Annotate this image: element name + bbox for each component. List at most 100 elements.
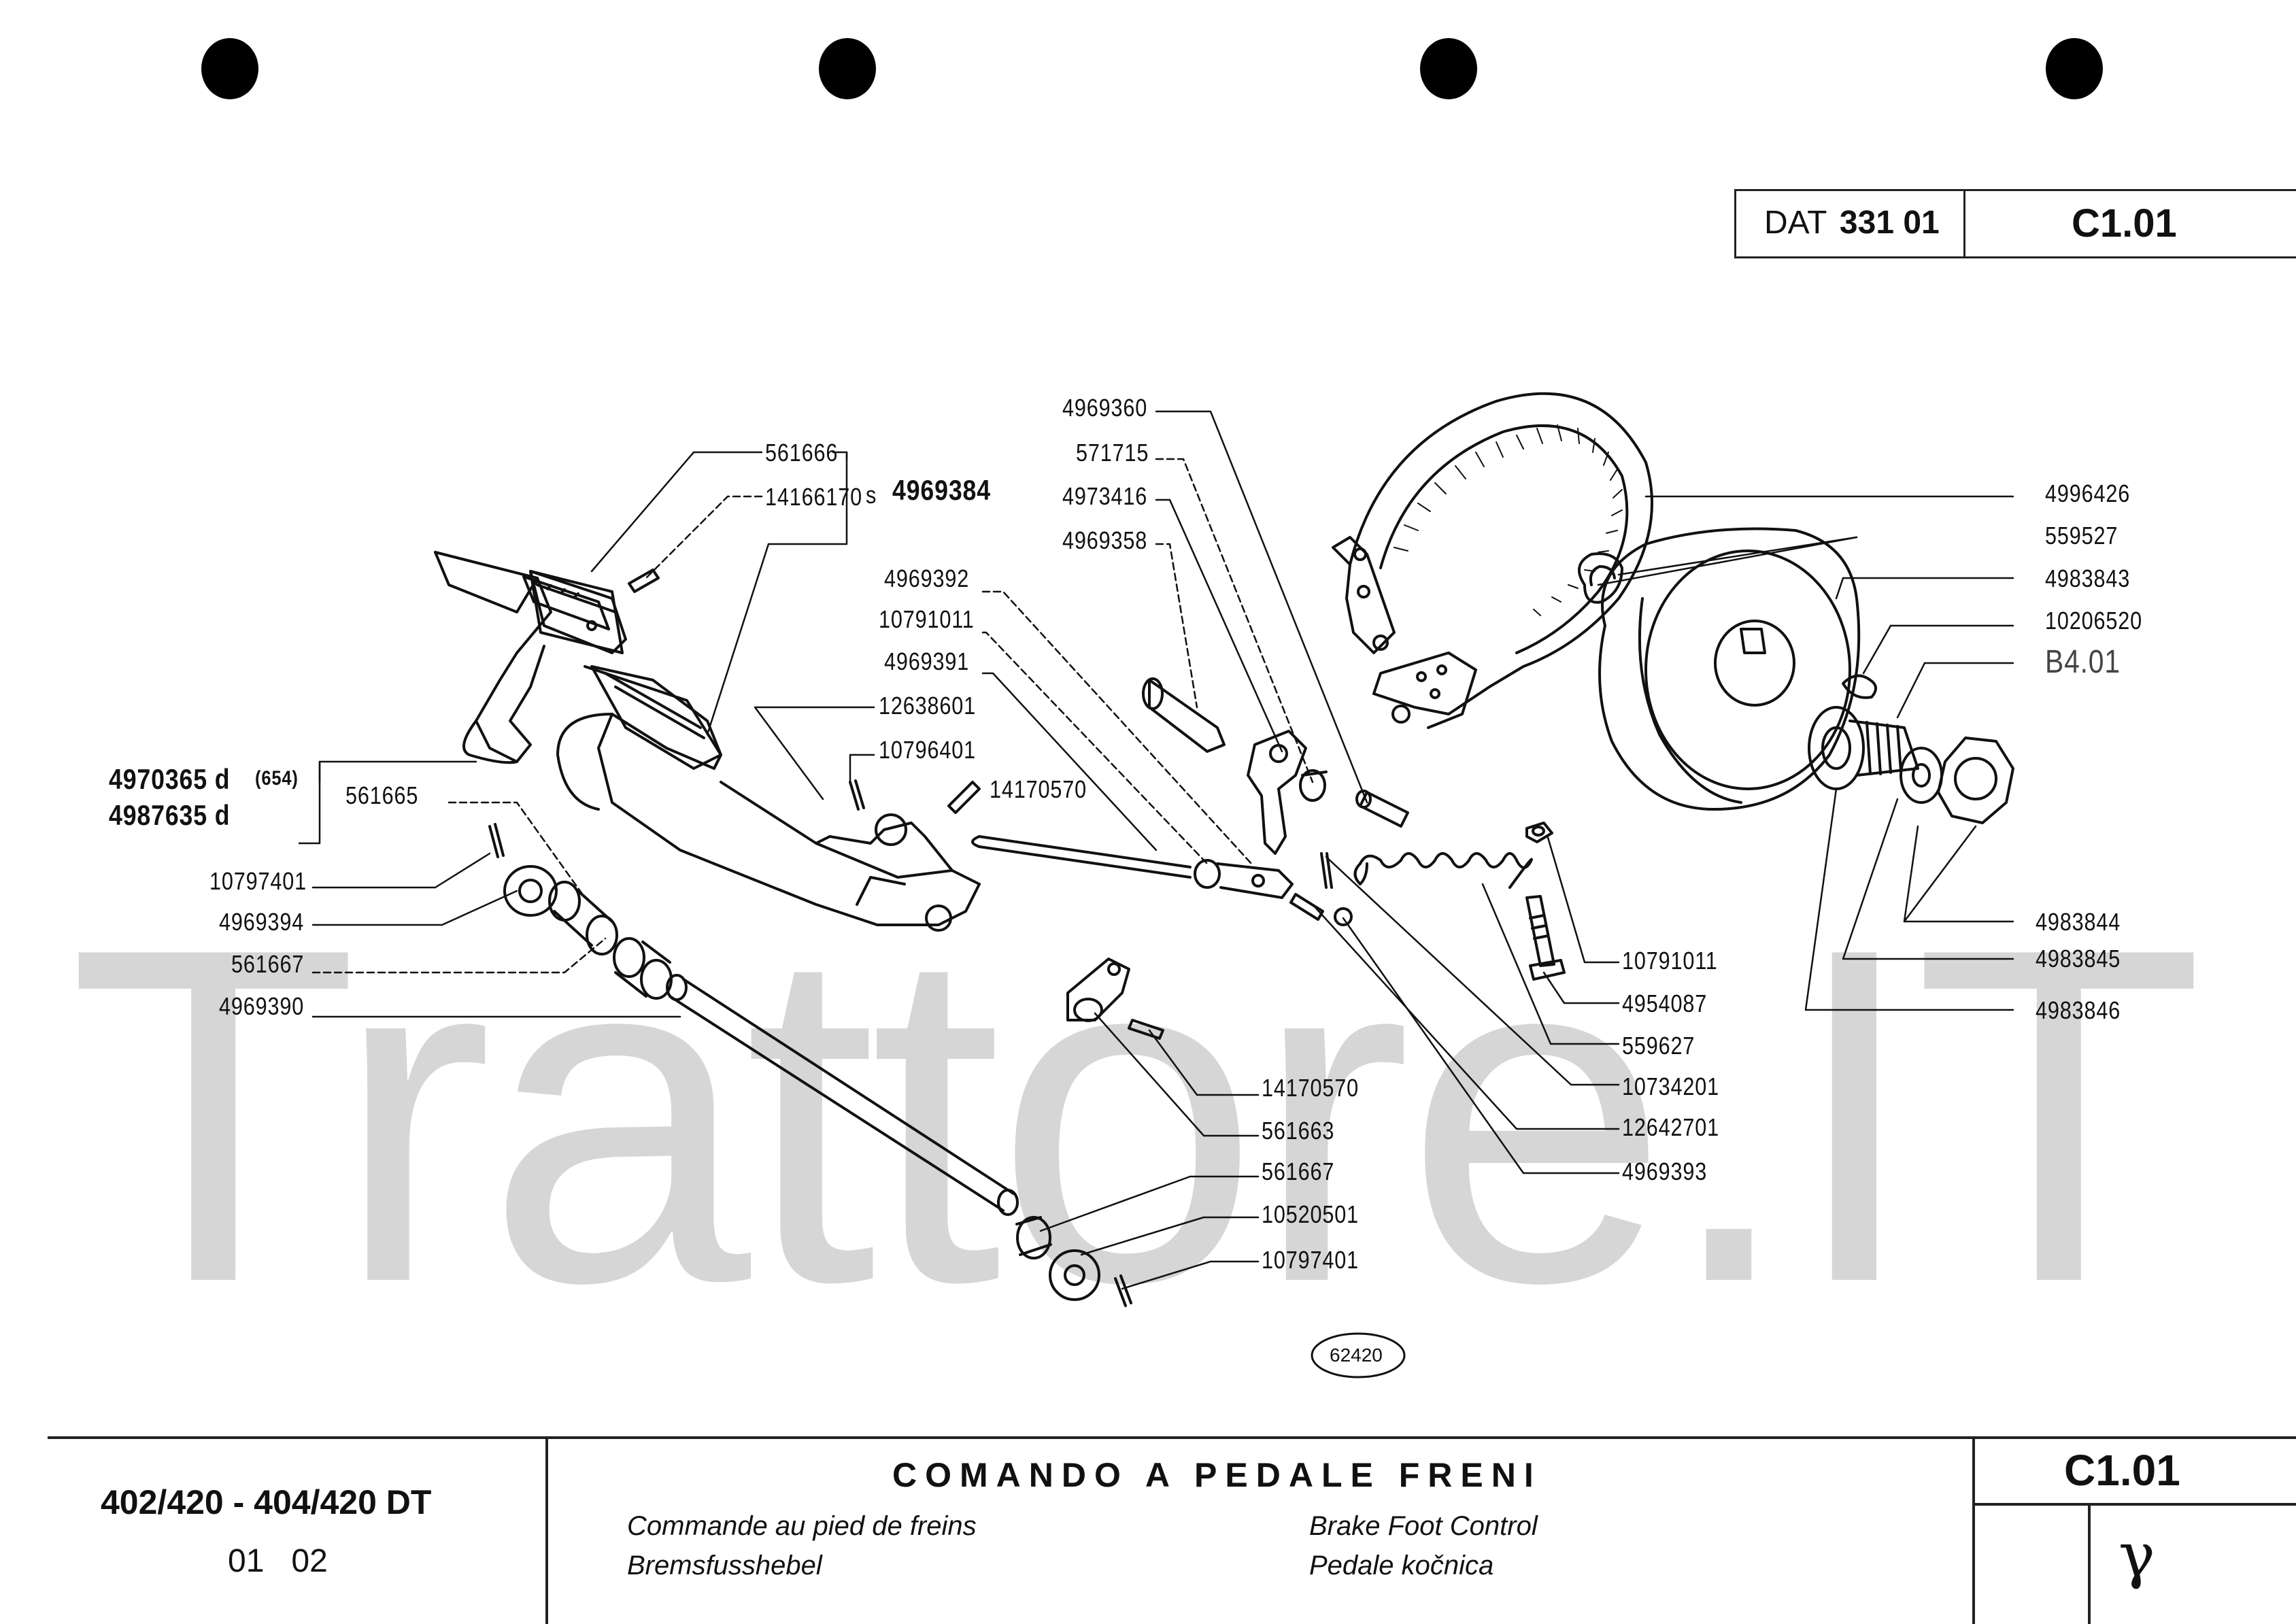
part-label-10791011-lower: 10791011 [1622,947,1718,975]
washer-left [503,865,558,917]
pull-rod [971,835,1192,879]
header-code-number: 331 01 [1839,205,1940,241]
footer-models: 402/420 - 404/420 DT [101,1483,432,1521]
part-label-561667-right: 561667 [1262,1157,1335,1185]
part-label-4973416: 4973416 [1062,482,1148,510]
brake-band-lining [1394,424,1623,616]
footer-title-en: Brake Foot Control [1309,1511,1538,1541]
part-label-4996426: 4996426 [2045,479,2131,507]
split-pin-right [1114,1274,1132,1307]
part-label-4969391: 4969391 [884,647,970,675]
footer-title-it: COMANDO A PEDALE FRENI [892,1456,1542,1494]
part-label-10520501: 10520501 [1262,1200,1359,1228]
pedal-hub [815,813,953,932]
part-label-4983844: 4983844 [2036,908,2121,936]
part-label-10797401-right: 10797401 [1262,1246,1359,1274]
part-label-561667-left: 561667 [231,950,305,978]
part-label-561666: 561666 [765,439,839,467]
washer-spring [1334,907,1353,926]
clevis [1194,859,1294,899]
part-label-4954087: 4954087 [1622,989,1708,1017]
footer-page-ref: C1.01 [2064,1446,2180,1495]
brake-drum [1598,527,1861,811]
punch-hole [2046,38,2103,99]
part-label-12638601: 12638601 [879,692,976,720]
part-label-10791011-upper: 10791011 [879,605,975,633]
washer-right [1049,1249,1100,1301]
brake-band [1332,392,1653,729]
pedal-rubber [522,575,610,630]
part-label-571715: 571715 [1076,439,1149,467]
flange [1808,706,1865,790]
footer-divider-left [545,1436,548,1624]
header-page-ref: C1.01 [2072,201,2177,246]
part-label-14166170: 14166170 [765,483,862,511]
part-label-561665: 561665 [345,781,419,809]
header-ref-box [1963,189,2296,258]
drawing-number-frame [1311,1332,1406,1378]
pin [628,569,660,593]
header-code: DAT 331 01 [1764,204,1940,241]
split-pin-spring [1320,852,1333,889]
footer-title-hr: Pedale kočnica [1309,1551,1494,1580]
footer-divider-right [1972,1436,1975,1624]
part-label-4983843: 4983843 [2045,564,2131,592]
pedal-pad-left [529,570,627,654]
part-label-561663: 561663 [1262,1117,1335,1145]
cam-shaft [1142,677,1226,753]
watermark: Trattore.IT [68,849,2204,1381]
cam-bushing [1299,769,1328,802]
bushing-right [1015,1216,1052,1259]
footer-mark: γ [2118,1520,2155,1591]
split-pin-upper [849,779,865,811]
part-label-s-marker: s [866,481,877,509]
part-label-4969392: 4969392 [884,564,970,592]
return-spring [1353,852,1533,889]
bolt [1525,895,1566,981]
footer-mark-divider [2088,1503,2091,1624]
part-label-4969360: 4969360 [1062,394,1148,422]
footer-title-fr: Commande au pied de freins [627,1511,977,1541]
lever [1066,958,1130,1022]
part-label-4969358: 4969358 [1062,526,1148,554]
pin-spring [1289,893,1324,921]
part-label-b401: B4.01 [2045,644,2121,680]
part-label-12642701: 12642701 [1622,1113,1719,1141]
footer-title-de: Bremsfusshebel [627,1551,822,1580]
part-label-10206520: 10206520 [2045,607,2142,635]
part-label-4983846: 4983846 [2036,996,2121,1024]
part-label-14170570-lower: 14170570 [1262,1074,1359,1102]
shaft [666,974,1019,1216]
part-label-559527-upper: 559527 [2045,522,2118,549]
leader-lines [298,410,2014,1290]
pedal-right [556,665,981,926]
footer-ref-rule [1972,1503,2296,1506]
pin-upper [947,781,981,814]
footer-top-rule [48,1436,2296,1439]
header-code-prefix: DAT [1764,205,1827,241]
key [1842,674,1877,699]
part-label-4969390: 4969390 [219,992,305,1020]
bushing-left-2 [613,937,673,1000]
pedal-plate [529,570,624,654]
lever-arm [1247,730,1307,855]
nut-small [1525,822,1553,843]
pin-lever [1128,1019,1164,1040]
hex-nut [1937,737,2014,824]
part-label-14170570-upper: 14170570 [990,775,1087,803]
part-label-4969384: 4969384 [892,474,991,506]
punch-hole [201,38,258,99]
part-label-10796401: 10796401 [879,736,976,764]
part-label-4983845: 4983845 [2036,945,2121,972]
part-label-10797401-left: 10797401 [209,867,307,895]
split-pin-left [488,823,505,858]
footer-date: 01 02 [228,1543,328,1579]
punch-hole [1420,38,1477,99]
stub-shaft [1848,720,1919,777]
part-label-559627: 559627 [1622,1032,1695,1060]
part-label-4969393: 4969393 [1622,1157,1708,1185]
washer-drum [1900,747,1943,804]
drawing-number: 62420 [1330,1344,1383,1366]
bushing-left-1 [548,881,618,955]
